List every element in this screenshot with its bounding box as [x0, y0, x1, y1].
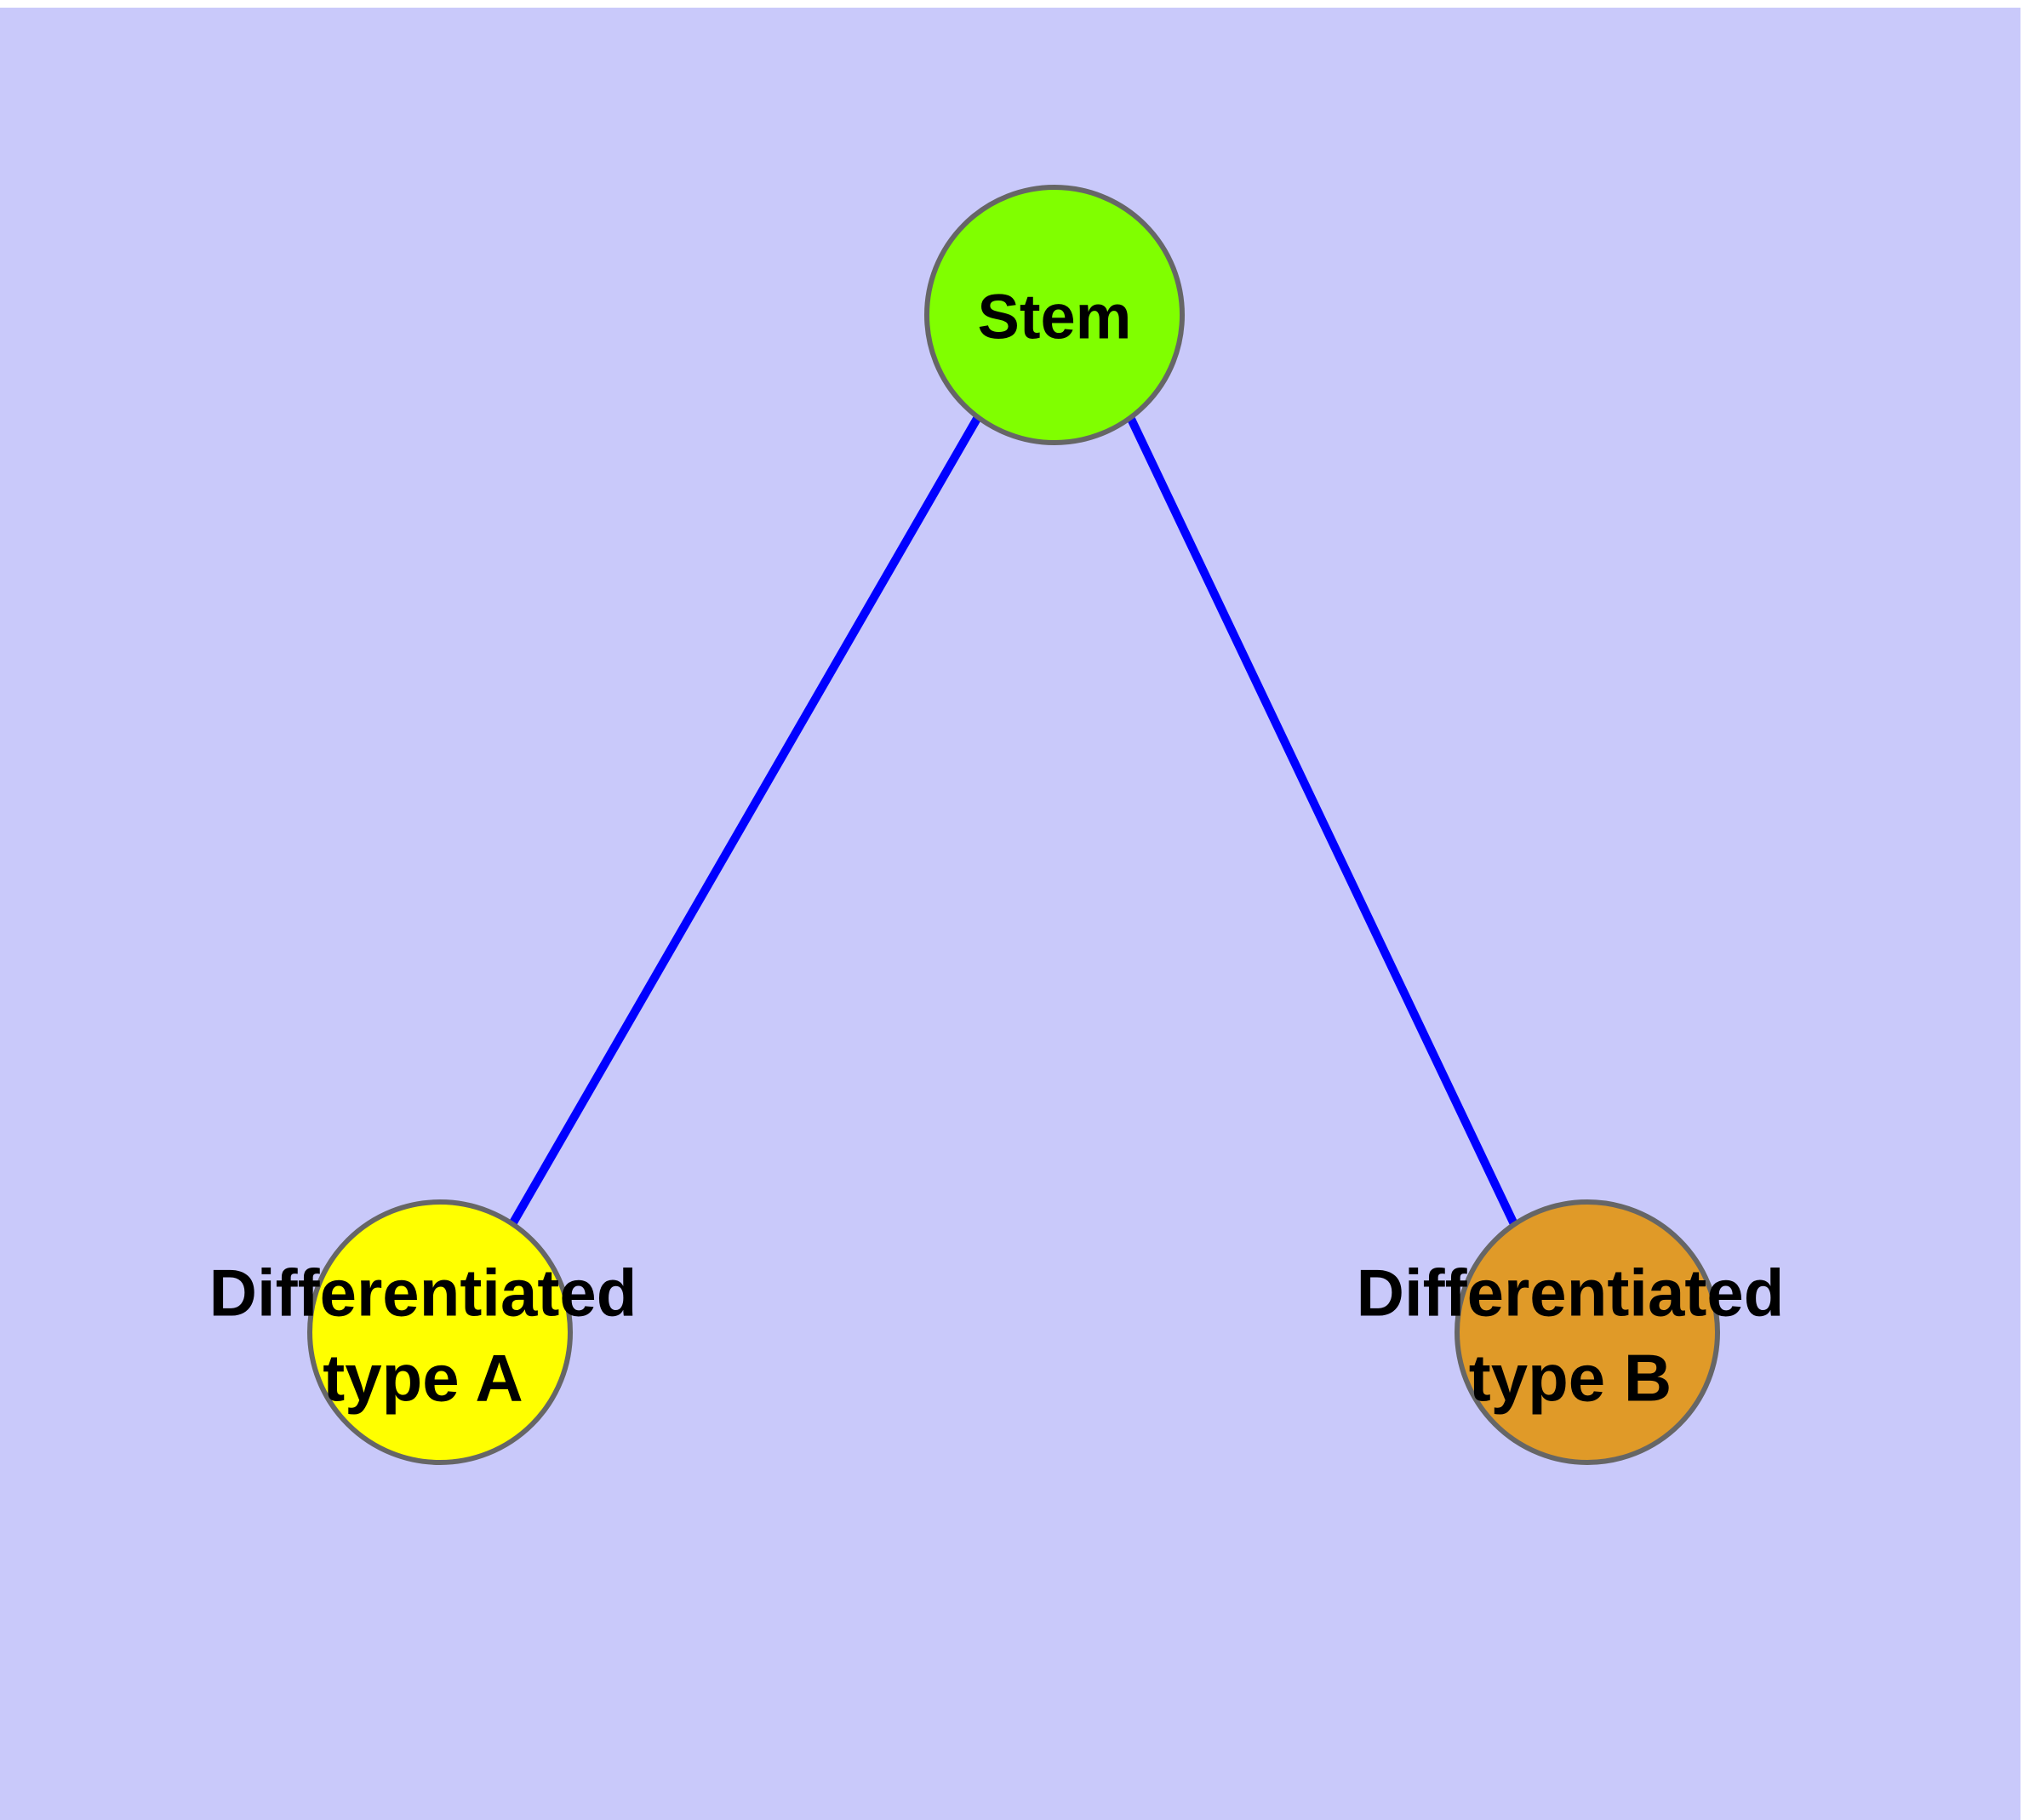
node-differentiated-type-a[interactable]: [307, 1199, 573, 1465]
node-differentiated-type-a-circle[interactable]: [307, 1199, 573, 1465]
node-differentiated-type-b-circle[interactable]: [1455, 1199, 1720, 1465]
node-differentiated-type-a-label-line1: Differentiated: [209, 1256, 637, 1331]
node-stem-circle[interactable]: [924, 185, 1185, 445]
edge-stem-to-differentiated-type-b[interactable]: [1126, 415, 1518, 1227]
node-stem-label: Stem: [978, 282, 1132, 352]
node-differentiated-type-a-label-line2: type A: [323, 1341, 523, 1416]
edge-stem-to-differentiated-type-a[interactable]: [508, 415, 982, 1227]
node-group: Stem Differentiated type A Differentiate…: [209, 185, 1785, 1465]
node-differentiated-type-b[interactable]: [1455, 1199, 1720, 1465]
node-stem[interactable]: Stem: [924, 185, 1185, 445]
edge-group: [508, 415, 1518, 1227]
node-differentiated-type-b-label-line1: Differentiated: [1357, 1256, 1785, 1331]
node-differentiated-type-b-label-line2: type B: [1469, 1341, 1672, 1416]
